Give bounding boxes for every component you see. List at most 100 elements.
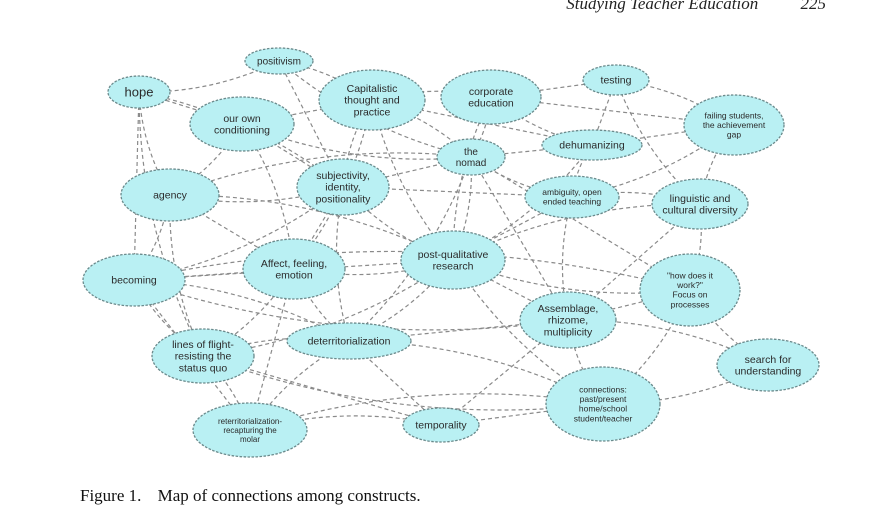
- edge-dehumanizing-postqual: [452, 144, 593, 261]
- node-ambiguity-shape: [524, 175, 620, 219]
- node-dehumanizing: dehumanizing: [541, 129, 643, 161]
- node-affect-label-line: Affect, feeling,: [261, 258, 327, 270]
- edge-positivism-subjectivity: [278, 60, 344, 188]
- node-positivism-shape: [244, 47, 314, 75]
- node-lines-label-line: resisting the: [175, 351, 232, 363]
- node-lines-label-line: lines of flight-: [172, 339, 234, 351]
- figure-caption-text: Map of connections among constructs.: [157, 486, 421, 505]
- node-capitalistic-label-line: practice: [354, 106, 391, 118]
- node-ambiguity-label-line: ended teaching: [543, 197, 601, 207]
- node-howdoes-label-line: processes: [671, 299, 710, 309]
- node-corporate-label-line: education: [468, 98, 514, 110]
- node-corporate-label-line: corporate: [469, 86, 514, 98]
- node-connections: connections:past/presenthome/schoolstude…: [545, 366, 661, 442]
- node-assemblage-shape: [519, 291, 617, 349]
- edge-postqual-lines: [202, 259, 454, 357]
- node-testing-label-line: testing: [601, 75, 632, 87]
- node-failing-label-line: failing students,: [704, 110, 763, 120]
- node-linguistic-label-line: cultural diversity: [662, 205, 738, 217]
- node-capitalistic-label-line: Capitalistic: [347, 83, 398, 95]
- edge-nomad-howdoes: [470, 156, 691, 291]
- node-howdoes-label-line: work?": [676, 280, 703, 290]
- node-assemblage-label-line: rhizome,: [548, 315, 588, 327]
- node-subjectivity-label-line: subjectivity,: [316, 170, 370, 182]
- node-nomad-label-line: the: [464, 147, 478, 158]
- node-temporality: temporality: [402, 407, 480, 443]
- node-reterr-label-line: recapturing the: [223, 426, 277, 435]
- edge-nomad-assemblage: [470, 156, 569, 321]
- node-testing-shape: [582, 64, 650, 96]
- node-subjectivity-shape: [296, 158, 390, 216]
- figure-caption: Figure 1. Map of connections among const…: [80, 486, 421, 506]
- node-howdoes-label-line: Focus on: [673, 290, 708, 300]
- node-postqual-label-line: post-qualitative: [418, 249, 489, 261]
- node-deterr-label-line: deterritorialization: [308, 336, 391, 348]
- node-conditioning-label-line: our own: [223, 113, 261, 125]
- node-hope: hope: [107, 75, 171, 109]
- node-search-shape: [716, 338, 820, 392]
- node-reterr: reterritorialization-recapturing themola…: [192, 402, 308, 458]
- node-dehumanizing-label-line: dehumanizing: [559, 140, 625, 152]
- node-ambiguity-label-line: ambiguity, open: [542, 187, 602, 197]
- node-deterr: deterritorialization: [286, 322, 412, 360]
- node-capitalistic-shape: [318, 69, 426, 131]
- node-capitalistic-label-line: thought and: [344, 95, 400, 107]
- node-affect-shape: [242, 238, 346, 300]
- node-affect-label-line: emotion: [275, 270, 313, 282]
- node-connections-label-line: past/present: [580, 394, 627, 404]
- node-agency-label-line: agency: [153, 190, 188, 202]
- node-corporate-shape: [440, 69, 542, 125]
- node-hope-shape: [107, 75, 171, 109]
- figure-label: Figure 1.: [80, 486, 142, 505]
- node-positivism: positivism: [244, 47, 314, 75]
- node-search-label-line: understanding: [735, 366, 802, 378]
- node-connections-label-line: student/teacher: [574, 413, 633, 423]
- node-postqual-shape: [400, 230, 506, 290]
- node-conditioning-shape: [189, 96, 295, 152]
- node-reterr-label-line: reterritorialization-: [218, 417, 282, 426]
- node-subjectivity-label-line: identity,: [325, 182, 360, 194]
- node-becoming: becoming: [82, 253, 186, 307]
- node-subjectivity-label-line: positionality: [316, 193, 372, 205]
- node-temporality-shape: [402, 407, 480, 443]
- node-linguistic-shape: [651, 178, 749, 230]
- node-lines-shape: [151, 328, 255, 384]
- node-testing: testing: [582, 64, 650, 96]
- node-linguistic-label-line: linguistic and: [670, 193, 731, 205]
- node-conditioning-label-line: conditioning: [214, 125, 270, 137]
- node-assemblage-label-line: multiplicity: [544, 326, 593, 338]
- edge-conditioning-affect: [241, 123, 295, 270]
- node-lines-label-line: status quo: [179, 362, 228, 374]
- node-connections-label-line: home/school: [579, 404, 627, 414]
- node-agency-shape: [120, 168, 220, 222]
- page-number: 225: [800, 0, 827, 13]
- node-positivism-label-line: positivism: [257, 57, 301, 68]
- node-connections-shape: [545, 366, 661, 442]
- node-dehumanizing-shape: [541, 129, 643, 161]
- node-reterr-shape: [192, 402, 308, 458]
- node-nomad-shape: [436, 138, 506, 176]
- node-howdoes-label-line: "how does it: [667, 271, 714, 281]
- running-header: Studying Teacher Education 225: [566, 0, 826, 14]
- node-nomad-label-line: nomad: [456, 158, 487, 169]
- edge-capitalistic-nomad: [371, 99, 472, 158]
- node-becoming-label-line: becoming: [111, 275, 157, 287]
- node-postqual-label-line: research: [433, 261, 474, 273]
- node-assemblage: Assemblage,rhizome,multiplicity: [519, 291, 617, 349]
- node-assemblage-label-line: Assemblage,: [538, 303, 599, 315]
- edge-lines-connections: [202, 355, 604, 411]
- node-affect: Affect, feeling,emotion: [242, 238, 346, 300]
- node-deterr-shape: [286, 322, 412, 360]
- node-search-label-line: search for: [745, 354, 792, 366]
